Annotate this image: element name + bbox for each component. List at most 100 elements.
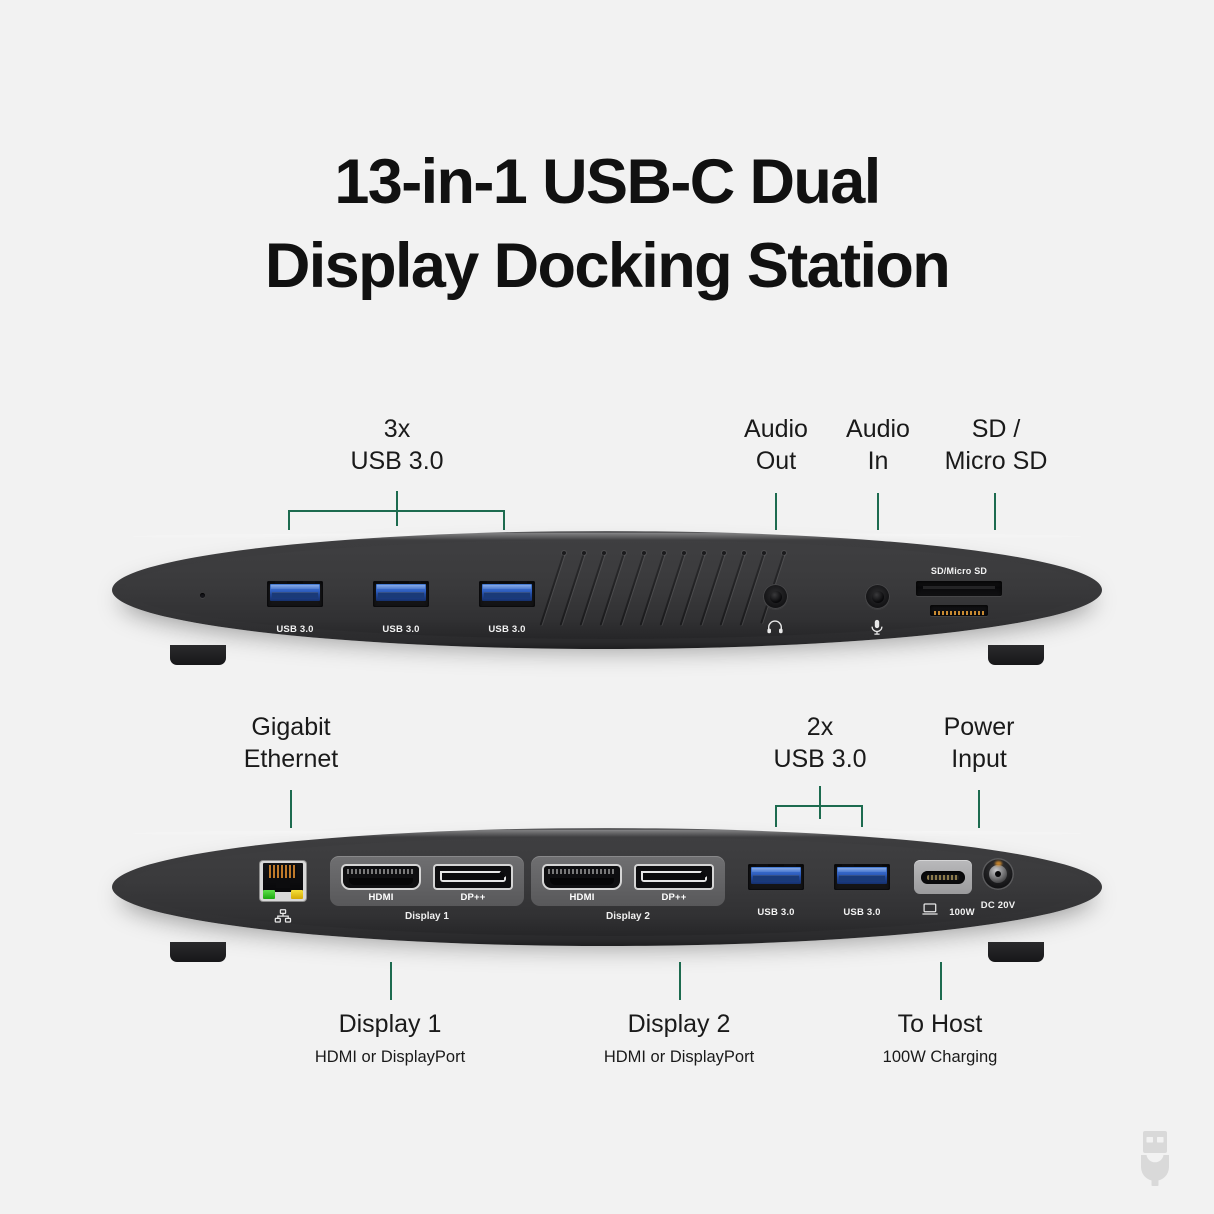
usb-a-1-notch-right	[303, 581, 315, 584]
rj45-led-yellow	[291, 890, 303, 899]
dock-face-bottom: HDMI DP++ Display 1 HDMI DP++ Display 2 …	[112, 828, 1102, 946]
usb-a-4-notch-right	[784, 864, 796, 867]
port-usb-a-5-label: USB 3.0	[843, 907, 881, 918]
status-led	[200, 593, 205, 598]
callout-audio-out-big: Audio	[744, 415, 808, 443]
usb-a-1-tab	[272, 592, 318, 598]
card-reader-label: SD/Micro SD	[930, 566, 988, 576]
callout-power-input-big: Power	[943, 713, 1015, 741]
leader-usb3-group-bar	[288, 510, 505, 512]
port-usb-a-3-label: USB 3.0	[488, 624, 526, 635]
callout-usb3-pair-sub: USB 3.0	[773, 744, 867, 773]
port-hdmi-2[interactable]	[544, 866, 620, 888]
port-usb-a-5[interactable]	[834, 864, 890, 890]
callout-gigabit-ethernet-big: Gigabit	[251, 713, 331, 741]
callout-usb3-pair: 2x USB 3.0	[759, 712, 881, 775]
callout-audio-out: Audio Out	[717, 414, 835, 477]
page-title: 13-in-1 USB-C Dual Display Docking Stati…	[0, 140, 1214, 309]
callout-usb3-group-sub: USB 3.0	[350, 446, 444, 475]
leader-card-reader	[994, 493, 996, 530]
callout-usb3-group-big: 3x	[383, 415, 411, 443]
callout-display-2-big: Display 2	[627, 1010, 731, 1038]
callout-card-reader: SD / Micro SD	[926, 414, 1066, 477]
leader-usb3-group-stem	[396, 491, 398, 526]
leader-gigabit-ethernet	[290, 790, 292, 828]
usb-a-4-notch-left	[756, 864, 768, 867]
headphone-icon	[767, 620, 784, 639]
callout-display-1-sub: HDMI or DisplayPort	[314, 1047, 466, 1066]
vent-slot	[699, 550, 727, 626]
network-icon	[274, 909, 292, 928]
callout-usb3-group: 3x USB 3.0	[336, 414, 458, 477]
usb-a-5-notch-right	[870, 864, 882, 867]
callout-to-host-sub: 100W Charging	[882, 1047, 998, 1066]
foot-left	[170, 645, 226, 665]
port-dp-2[interactable]	[636, 866, 712, 888]
foot-left-2	[170, 942, 226, 962]
port-audio-in-jack[interactable]	[865, 584, 890, 609]
callout-display-2-sub: HDMI or DisplayPort	[603, 1047, 755, 1066]
callout-card-reader-sub: Micro SD	[944, 446, 1048, 475]
port-usb-a-3[interactable]	[479, 581, 535, 607]
usb-plug-logo	[1132, 1129, 1178, 1192]
usb-a-3-notch-left	[487, 581, 499, 584]
leader-audio-out	[775, 493, 777, 530]
leader-usb3-pair-right-tick	[861, 805, 863, 827]
port-hdmi-2-label: HDMI	[569, 892, 595, 903]
leader-usb3-pair-stem	[819, 786, 821, 819]
callout-display-1: Display 1 HDMI or DisplayPort	[290, 1009, 490, 1068]
sd-card-slot[interactable]	[916, 581, 1002, 596]
leader-usb3-group-left-tick	[288, 510, 290, 530]
usb-a-2-notch-right	[409, 581, 421, 584]
callout-gigabit-ethernet: Gigabit Ethernet	[229, 712, 353, 775]
vent-slot	[679, 550, 707, 626]
callout-usb3-pair-big: 2x	[806, 713, 834, 741]
dock-bottom-view: HDMI DP++ Display 1 HDMI DP++ Display 2 …	[112, 828, 1102, 962]
vent-slot	[639, 550, 667, 626]
port-usb-a-2-label: USB 3.0	[382, 624, 420, 635]
port-card-reader[interactable]	[916, 581, 1002, 625]
port-rj45-ethernet[interactable]	[260, 861, 306, 901]
vent-slot	[659, 550, 687, 626]
usb-a-1-notch-left	[275, 581, 287, 584]
port-usb-a-1[interactable]	[267, 581, 323, 607]
port-usb-c-host[interactable]	[914, 860, 972, 894]
usb-a-3-notch-right	[515, 581, 527, 584]
port-dp-1[interactable]	[435, 866, 511, 888]
callout-card-reader-big: SD /	[971, 415, 1021, 443]
callout-to-host: To Host 100W Charging	[840, 1009, 1040, 1068]
callout-display-2: Display 2 HDMI or DisplayPort	[579, 1009, 779, 1068]
port-dc-power[interactable]	[982, 858, 1014, 890]
ventilation-slots	[539, 550, 789, 631]
port-usb-a-4[interactable]	[748, 864, 804, 890]
vent-slot	[539, 550, 567, 626]
callout-to-host-big: To Host	[897, 1010, 983, 1038]
usb-a-5-notch-left	[842, 864, 854, 867]
usb-a-4-tab	[753, 875, 799, 881]
leader-display-1	[390, 962, 392, 1000]
display-2-caption: Display 2	[606, 911, 650, 922]
port-hdmi-1[interactable]	[343, 866, 419, 888]
leader-usb3-pair-left-tick	[775, 805, 777, 827]
port-dc-power-label: DC 20V	[980, 900, 1016, 911]
usb-a-3-tab	[484, 592, 530, 598]
dock-face-top: USB 3.0 USB 3.0 USB 3.0	[112, 531, 1102, 649]
leader-display-2	[679, 962, 681, 1000]
display-1-port-group: HDMI DP++	[330, 856, 524, 906]
callout-power-input-sub: Input	[951, 744, 1007, 773]
leader-to-host	[940, 962, 942, 1000]
port-usb-a-2[interactable]	[373, 581, 429, 607]
foot-right	[988, 645, 1044, 665]
leader-usb3-pair-bar	[775, 805, 863, 807]
vent-slot	[719, 550, 747, 626]
vent-slot	[599, 550, 627, 626]
callout-audio-in: Audio In	[819, 414, 937, 477]
leader-usb3-group-right-tick	[503, 510, 505, 530]
leader-power-input	[978, 790, 980, 828]
vent-slot	[579, 550, 607, 626]
port-audio-out-jack[interactable]	[763, 584, 788, 609]
callout-display-1-big: Display 1	[338, 1010, 442, 1038]
micro-sd-card-slot[interactable]	[930, 605, 988, 616]
port-dp-2-label: DP++	[661, 892, 687, 903]
